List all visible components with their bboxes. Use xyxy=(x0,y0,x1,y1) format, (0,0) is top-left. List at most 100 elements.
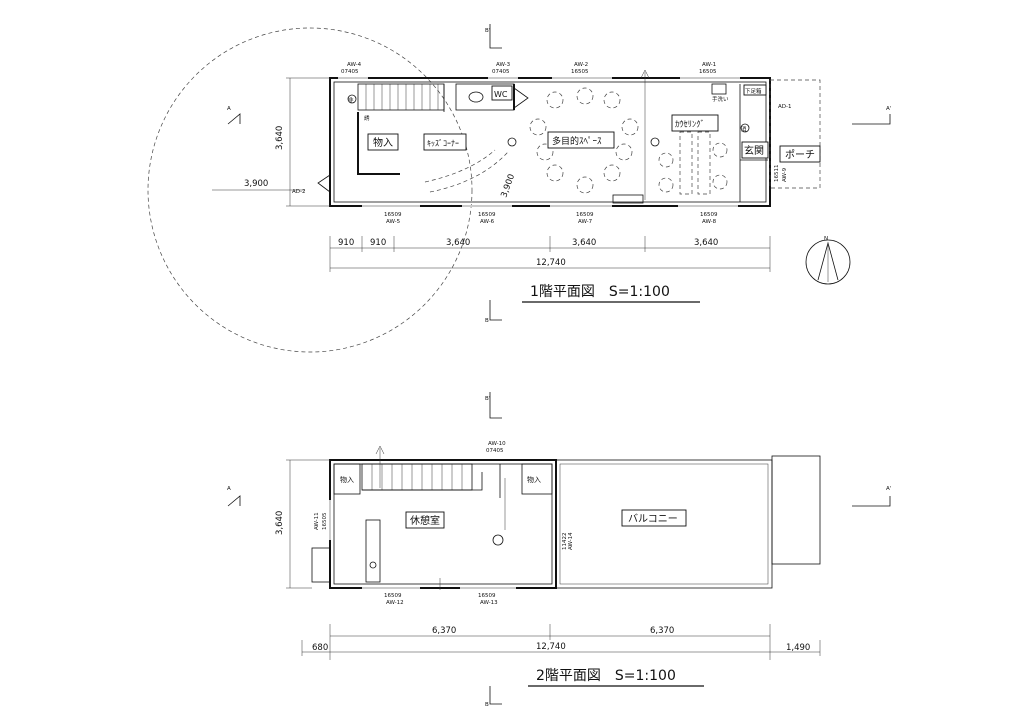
floor2-title: 2階平面図 S=1:100 xyxy=(536,668,676,684)
room-storage-left-label: 物入 xyxy=(340,475,354,484)
storage-right-room xyxy=(521,463,553,495)
extinguisher-icon xyxy=(740,123,750,133)
floor2-left-box xyxy=(311,547,331,583)
window-aw11-id: AW-11 xyxy=(314,512,320,530)
room-entrance-label: 玄関 xyxy=(744,144,764,157)
floor1-dim-4: 3,640 xyxy=(694,238,718,248)
door-ad1-label: AD-1 xyxy=(778,104,791,110)
section-b-label-f1: B xyxy=(485,318,489,324)
section-b-prime-label-f2: B' xyxy=(485,396,490,402)
floor1-dim-0: 910 xyxy=(338,238,354,248)
floor1-dim-3: 3,640 xyxy=(572,238,596,248)
balcony-extension xyxy=(771,455,821,565)
door-swing-arc-large xyxy=(147,27,473,353)
window-aw12-id: AW-12 xyxy=(386,600,404,606)
window-aw5-id: AW-5 xyxy=(386,219,401,225)
window-aw1-id: AW-1 xyxy=(702,62,716,68)
window-aw10-spec: 07405 xyxy=(486,448,504,454)
counseling-tables xyxy=(658,131,728,195)
window-aw8-id: AW-8 xyxy=(702,219,717,225)
section-a-prime-label-f1: A' xyxy=(886,106,891,112)
porch-outline xyxy=(769,79,821,189)
window-aw4-id: AW-4 xyxy=(347,62,362,68)
room-wc-label: WC xyxy=(494,90,508,99)
room-multipurpose-label: 多目的ｽﾍﾟｰｽ xyxy=(552,135,602,147)
room-lounge-label: 休憩室 xyxy=(410,514,440,527)
floor1-total-dim: 12,740 xyxy=(536,258,566,268)
floor2-ceiling-light-icon xyxy=(492,534,504,546)
floor2-staircase xyxy=(361,463,483,491)
section-b-marker-f1 xyxy=(489,300,502,321)
storage-partition xyxy=(357,112,400,175)
window-aw3-spec: 07405 xyxy=(492,69,510,75)
window-aw10-id: AW-10 xyxy=(488,441,506,447)
window-aw6-id: AW-6 xyxy=(480,219,495,225)
floor1-dim-2: 3,640 xyxy=(446,238,470,248)
window-aw7-id: AW-7 xyxy=(578,219,593,225)
section-b-label-f2: B xyxy=(485,702,489,708)
floor1-plan: AW-4 07405 AW-3 07405 AW-2 16505 AW-1 16… xyxy=(147,24,891,353)
radius-dim-left: 3,900 xyxy=(244,179,268,189)
window-aw14-id: AW-14 xyxy=(568,532,574,550)
room-storage-label: 物入 xyxy=(373,136,393,149)
section-a-marker-f2 xyxy=(227,495,241,507)
window-aw3-id: AW-3 xyxy=(496,62,511,68)
section-b-prime-label-f1: B' xyxy=(485,28,490,34)
storage-left-room xyxy=(333,463,361,495)
fire-alarm-mark-a: 非 xyxy=(348,96,354,104)
room-kids-corner-label: ｷｯｽﾞｺｰﾅｰ xyxy=(427,139,459,148)
window-aw11-spec: 16505 xyxy=(322,512,328,530)
floor2-dim-0: 6,370 xyxy=(432,626,456,636)
window-aw4-spec: 07405 xyxy=(341,69,359,75)
kids-corner-curve xyxy=(424,149,496,183)
door-ad2-label: AD-2 xyxy=(292,189,305,195)
window-aw7-spec: 16509 xyxy=(576,212,594,218)
room-porch-label: ポーチ xyxy=(785,149,815,161)
north-arrow-icon: N xyxy=(805,236,851,285)
section-b-prime-marker-f2 xyxy=(489,392,502,419)
floor2-total-dim: 12,740 xyxy=(536,642,566,652)
window-aw9-id: AW-9 xyxy=(782,167,788,182)
window-aw13-spec: 16509 xyxy=(478,593,496,599)
fire-alarm-icon xyxy=(347,94,357,104)
radius-dim-inner: 3,900 xyxy=(499,173,517,199)
floor1-dim-1: 910 xyxy=(370,238,386,248)
section-a-prime-label-f2: A' xyxy=(886,486,891,492)
sink-icon xyxy=(369,561,377,569)
window-aw12-spec: 16509 xyxy=(384,593,402,599)
window-aw6-spec: 16509 xyxy=(478,212,496,218)
floor1-title: 1階平面図 S=1:100 xyxy=(530,284,670,300)
floor1-counter xyxy=(612,194,644,204)
window-aw9-spec: 16511 xyxy=(774,165,780,183)
floor1-staircase xyxy=(357,83,445,111)
room-balcony-label: バルコニー xyxy=(628,513,678,525)
window-aw13-id: AW-13 xyxy=(480,600,498,606)
kitchenette-counter xyxy=(365,519,381,583)
floor2-height-dim: 3,640 xyxy=(275,511,285,535)
hand-wash-label: 手洗い xyxy=(712,95,729,103)
floor2-dim-1: 6,370 xyxy=(650,626,674,636)
ceiling-light-icon xyxy=(650,137,660,147)
window-aw2-spec: 16505 xyxy=(571,69,589,75)
floor2-dim-right: 1,490 xyxy=(786,643,810,653)
section-a-label-f1: A xyxy=(227,106,231,112)
window-aw14-spec: 11422 xyxy=(562,533,568,551)
section-a-marker-f1 xyxy=(227,113,241,125)
room-counseling-label: ｶｳｾﾘﾝｸﾞ xyxy=(675,120,705,130)
section-b-prime-marker-f1 xyxy=(489,24,502,49)
section-b-marker-f2 xyxy=(489,686,502,705)
toilet-fixture xyxy=(468,91,484,103)
floor1-height-dim: 3,640 xyxy=(275,126,285,150)
wc-door-swing xyxy=(513,87,529,109)
section-a-prime-marker-f1 xyxy=(852,114,891,125)
multipurpose-circles xyxy=(529,87,639,194)
window-aw8-spec: 16509 xyxy=(700,212,718,218)
hand-wash-sink xyxy=(711,83,727,95)
room-storage-right-label: 物入 xyxy=(527,475,541,484)
ceiling-light-icon xyxy=(507,137,517,147)
section-a-label-f2: A xyxy=(227,486,231,492)
door-ad2-swing xyxy=(317,174,331,193)
floor2-dim-left: 680 xyxy=(312,643,328,653)
window-aw2-id: AW-2 xyxy=(574,62,588,68)
